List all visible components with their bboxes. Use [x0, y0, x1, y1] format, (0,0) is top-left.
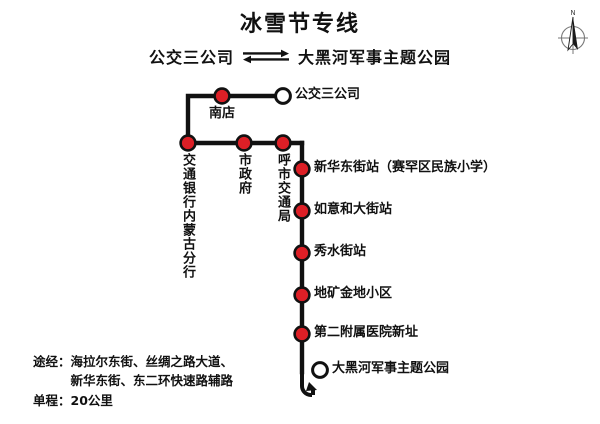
route-distance-value: 20公里: [70, 392, 113, 408]
route-via-line-2: 新华东街、东二环快速路辅路: [70, 373, 234, 389]
route-via-note: 途经： 海拉尔东街、丝绸之路大道、 新华东街、东二环快速路辅路: [33, 352, 233, 391]
station-label-hushi-jiaotongju[interactable]: 呼市交通局: [275, 153, 290, 223]
station-label-xiushui-jie[interactable]: 秀水街站: [314, 244, 367, 259]
bidirectional-arrow-icon: [243, 49, 289, 64]
route-origin-label: 公交三公司: [148, 48, 234, 67]
route-via-key: 途经：: [33, 354, 71, 369]
page-title: 冰雪节专线: [239, 12, 360, 37]
station-label-jiaotong-yinhang[interactable]: 交通银行内蒙古分行: [180, 153, 195, 279]
station-label-dikuang-jindi[interactable]: 地矿金地小区: [314, 286, 393, 301]
route-notes: 途经： 海拉尔东街、丝绸之路大道、 新华东街、东二环快速路辅路 单程： 20公里: [33, 352, 233, 410]
svg-text:N: N: [570, 9, 575, 17]
north-compass-icon: N: [558, 9, 588, 54]
route-via-line-1: 海拉尔东街、丝绸之路大道、: [70, 354, 234, 369]
station-label-nandian[interactable]: 南店: [208, 106, 235, 121]
station-label-xinhua-dongjie[interactable]: 新华东街站（赛罕区民族小学）: [314, 160, 497, 175]
station-label-shizhengfu[interactable]: 市政府: [236, 153, 251, 195]
station-label-gongjiao-san-gongsi[interactable]: 公交三公司: [295, 87, 361, 102]
station-label-ruyihe-dajie[interactable]: 如意和大街站: [314, 202, 393, 217]
route-distance-note: 单程： 20公里: [33, 391, 233, 410]
route-destination-label: 大黑河军事主题公园: [298, 48, 452, 67]
route-distance-key: 单程：: [33, 392, 71, 408]
route-endpoints: 公交三公司 大黑河军事主题公园: [0, 44, 600, 68]
station-label-dier-fushu-yiyuan[interactable]: 第二附属医院新址: [314, 325, 419, 340]
station-label-dahaihe-gongyuan[interactable]: 大黑河军事主题公园: [332, 361, 450, 376]
